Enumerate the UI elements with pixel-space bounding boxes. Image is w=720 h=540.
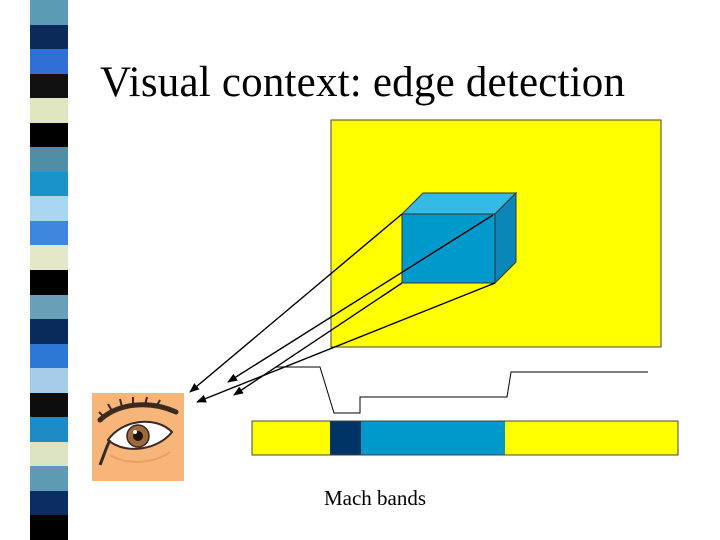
mach-bands-caption: Mach bands bbox=[323, 486, 427, 510]
color-strip-segment bbox=[30, 270, 68, 296]
color-strip-segment bbox=[30, 441, 68, 467]
color-strip-segment bbox=[30, 196, 68, 222]
band-yellow-left bbox=[252, 421, 330, 455]
intensity-profile-line bbox=[276, 366, 648, 414]
color-strip-segment bbox=[30, 147, 68, 173]
color-strip-segment bbox=[30, 515, 68, 540]
color-strip-segment bbox=[30, 73, 68, 99]
color-strip-segment bbox=[30, 466, 68, 492]
mach-band-strip bbox=[251, 420, 679, 456]
band-blue bbox=[361, 421, 505, 455]
color-strip-segment bbox=[30, 294, 68, 320]
blue-cube bbox=[400, 191, 518, 285]
color-strip-segment bbox=[30, 343, 68, 369]
color-strip-segment bbox=[30, 417, 68, 443]
eye-icon bbox=[92, 393, 184, 481]
arrow-icon bbox=[196, 282, 496, 403]
color-strip-segment bbox=[30, 49, 68, 75]
slide-title: Visual context: edge detection bbox=[100, 59, 626, 106]
decorative-color-strip bbox=[30, 0, 68, 540]
arrow-icon bbox=[233, 282, 403, 396]
color-strip-segment bbox=[30, 368, 68, 394]
band-outline bbox=[251, 420, 679, 456]
color-strip-segment bbox=[30, 24, 68, 50]
color-strip-segment bbox=[30, 245, 68, 271]
color-strip-segment bbox=[30, 319, 68, 345]
color-strip-segment bbox=[30, 171, 68, 197]
color-strip-segment bbox=[30, 98, 68, 124]
arrow-icon bbox=[189, 213, 403, 393]
color-strip-segment bbox=[30, 0, 68, 26]
cube-front-face bbox=[401, 213, 496, 284]
band-yellow-right bbox=[505, 421, 678, 455]
band-dark-edge bbox=[330, 421, 361, 455]
color-strip-segment bbox=[30, 392, 68, 418]
projection-arrows bbox=[189, 213, 496, 403]
color-strip-segment bbox=[30, 122, 68, 148]
arrow-icon bbox=[227, 214, 494, 383]
color-strip-segment bbox=[30, 490, 68, 516]
color-strip-segment bbox=[30, 220, 68, 246]
